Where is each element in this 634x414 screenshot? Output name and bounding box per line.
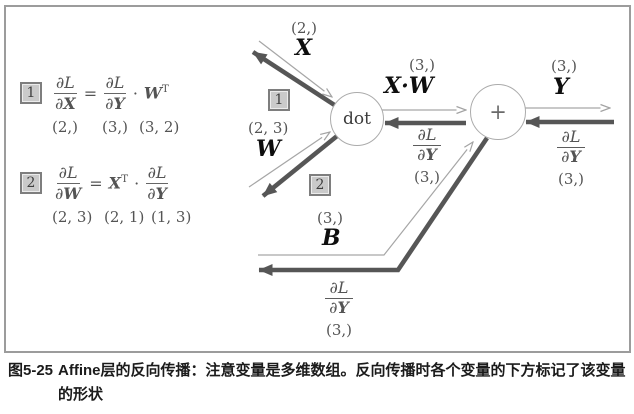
- grad-bottom-denominator: ∂Y: [329, 298, 349, 318]
- formula-2: 2 ∂L ∂W = XT · ∂L ∂Y (2, 3) (2, 1) (1, 3…: [20, 162, 191, 226]
- dot-node: dot: [330, 92, 384, 146]
- w-var-label: W: [256, 136, 281, 162]
- figure-caption-text: Affine层的反向传播：注意变量是多维数组。反向传播时各个变量的下方标记了该变…: [58, 362, 626, 403]
- x-transpose-term: XT: [108, 173, 129, 193]
- grad-x-backward-arrow: [251, 50, 338, 108]
- y-var-label: Y: [553, 74, 569, 100]
- graph-badge-1: 1: [268, 89, 290, 111]
- equals-sign: =: [83, 83, 98, 103]
- dot-operator: ·: [132, 83, 138, 103]
- formula-2-lhs-fraction: ∂L ∂W: [55, 162, 82, 203]
- xw-var-label: X·W: [384, 73, 434, 99]
- grad-right-shape: (3,): [557, 169, 584, 188]
- y-shape-label: (3,): [551, 57, 578, 75]
- formula-1-rhs-fraction: ∂L ∂Y: [103, 72, 127, 113]
- xw-shape-label: (3,): [409, 56, 436, 74]
- w-transpose-term: WT: [143, 83, 169, 103]
- grad-w-backward-arrow: [261, 130, 344, 198]
- grad-right-denominator: ∂Y: [561, 147, 581, 167]
- formula-2-row: 2 ∂L ∂W = XT · ∂L ∂Y: [20, 162, 169, 203]
- grad-right-numerator: ∂L: [556, 127, 586, 149]
- dot-operator: ·: [134, 173, 140, 193]
- w-shape-label: (2, 3): [248, 119, 289, 137]
- figure-caption: 图5-25 Affine层的反向传播：注意变量是多维数组。反向传播时各个变量的下…: [8, 359, 626, 407]
- formula-1: 1 ∂L ∂X = ∂L ∂Y · WT (2,) (3,) (3, 2): [20, 72, 179, 136]
- grad-mid-shape: (3,): [413, 167, 440, 186]
- formula-1-shape-1: (3,): [102, 118, 129, 136]
- w-forward-arrow: [248, 132, 330, 188]
- figure-number-label: 图5-25: [8, 362, 54, 379]
- grad-mid-numerator: ∂L: [412, 125, 442, 147]
- grad-b-backward-arrow: [258, 136, 489, 276]
- x-forward-arrow: [258, 40, 332, 97]
- x-var-label: X: [295, 35, 313, 61]
- formula-2-shape-0: (2, 3): [52, 208, 93, 226]
- plus-node: +: [470, 84, 526, 140]
- graph-edges-canvas: [248, 40, 614, 276]
- formula-1-badge: 1: [20, 82, 42, 104]
- b-var-label: B: [322, 225, 341, 251]
- formula-2-rhs-fraction: ∂L ∂Y: [145, 162, 169, 203]
- grad-mid-denominator: ∂Y: [417, 145, 437, 165]
- formula-2-badge: 2: [20, 172, 42, 194]
- grad-bottom-numerator: ∂L: [324, 278, 354, 300]
- graph-badge-2: 2: [309, 174, 331, 196]
- x-shape-label: (2,): [291, 19, 318, 37]
- grad-bottom-shape: (3,): [325, 320, 352, 339]
- equals-sign: =: [89, 173, 103, 193]
- b-shape-label: (3,): [317, 209, 344, 227]
- grad-right-label: ∂L ∂Y (3,): [548, 127, 594, 188]
- formula-1-row: 1 ∂L ∂X = ∂L ∂Y · WT: [20, 72, 169, 113]
- grad-bottom-label: ∂L ∂Y (3,): [316, 278, 362, 339]
- b-forward-arrow: [258, 142, 473, 256]
- formula-2-shape-1: (2, 1): [104, 208, 145, 226]
- grad-mid-label: ∂L ∂Y (3,): [404, 125, 450, 186]
- formula-2-shape-2: (1, 3): [151, 208, 192, 226]
- formula-1-shape-0: (2,): [52, 118, 79, 136]
- formula-1-shape-2: (3, 2): [139, 118, 180, 136]
- formula-1-lhs-fraction: ∂L ∂X: [53, 72, 77, 113]
